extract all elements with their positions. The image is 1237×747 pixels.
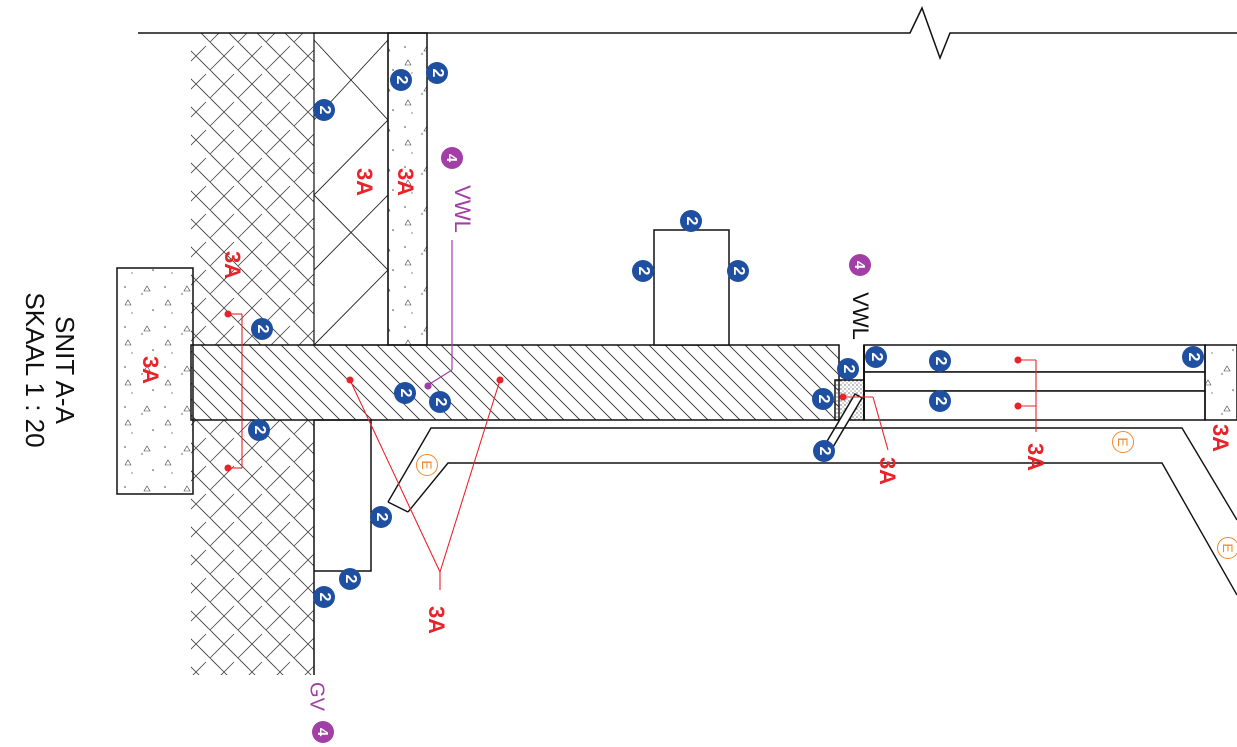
vwl-label-mid: VWL [848,292,873,340]
purple-leaders [424,240,453,390]
vwl-label-upper: VWL [450,185,475,233]
number-tag-6: 2 [251,318,273,340]
number-tag-14: 2 [929,390,951,412]
number-tag-8: 2 [929,350,951,372]
number-tag-17: 2 [370,506,392,528]
right-concrete-end [1204,344,1237,421]
earth-fill-lower [191,420,314,675]
number-tag-4: 2 [632,260,654,282]
section-scale: SKAAL 1 : 20 [20,292,50,448]
number-tag-16: 2 [813,440,835,462]
red-leaders [224,310,1037,590]
slab-layer-2 [863,371,1206,392]
number-tag-12: 2 [429,391,451,413]
number-tag-9: 2 [1182,346,1204,368]
number-tag-1: 2 [390,69,412,91]
code-tag-7: 3A [1208,423,1233,453]
left-concrete-block [116,267,194,495]
hatched-slab [190,344,840,421]
top-line [138,6,1237,61]
number-tag-18: 2 [339,568,361,590]
code-tag-3: 3A [138,355,163,385]
code-tag-0: 3A [220,250,245,280]
letter-tag-0: E [416,454,438,476]
code-tag-1: 3A [352,167,377,197]
number-tag-10: 2 [837,358,859,380]
code-tag-6: 3A [424,605,449,635]
purple-tag-0: 4 [441,147,463,169]
gv-label: GV [305,682,328,711]
section-title: SNIT A-A [50,316,80,424]
number-tag-5: 2 [727,260,749,282]
number-tag-7: 2 [865,346,887,368]
purple-tag-1: 4 [849,254,871,276]
number-tag-3: 2 [680,210,702,232]
earth-fill-upper [191,33,314,345]
slab-layer-1 [863,344,1206,373]
number-tag-11: 2 [394,382,416,404]
code-tag-4: 3A [875,456,900,486]
letter-tag-1: E [1112,431,1134,453]
section-title-block: SNIT A-A SKAAL 1 : 20 [20,280,80,460]
upstand [653,229,730,346]
code-tag-5: 3A [1023,442,1048,472]
number-tag-19: 2 [313,586,335,608]
step-outline [314,419,372,572]
cavity-inner [407,462,1237,596]
number-tag-2: 2 [313,99,335,121]
code-tag-2: 3A [393,167,418,197]
cavity-outer [387,427,1237,521]
purple-tag-2: 4 [312,721,334,743]
number-tag-0: 2 [426,62,448,84]
number-tag-13: 2 [812,388,834,410]
number-tag-15: 2 [248,419,270,441]
letter-tag-2: E [1217,537,1237,559]
